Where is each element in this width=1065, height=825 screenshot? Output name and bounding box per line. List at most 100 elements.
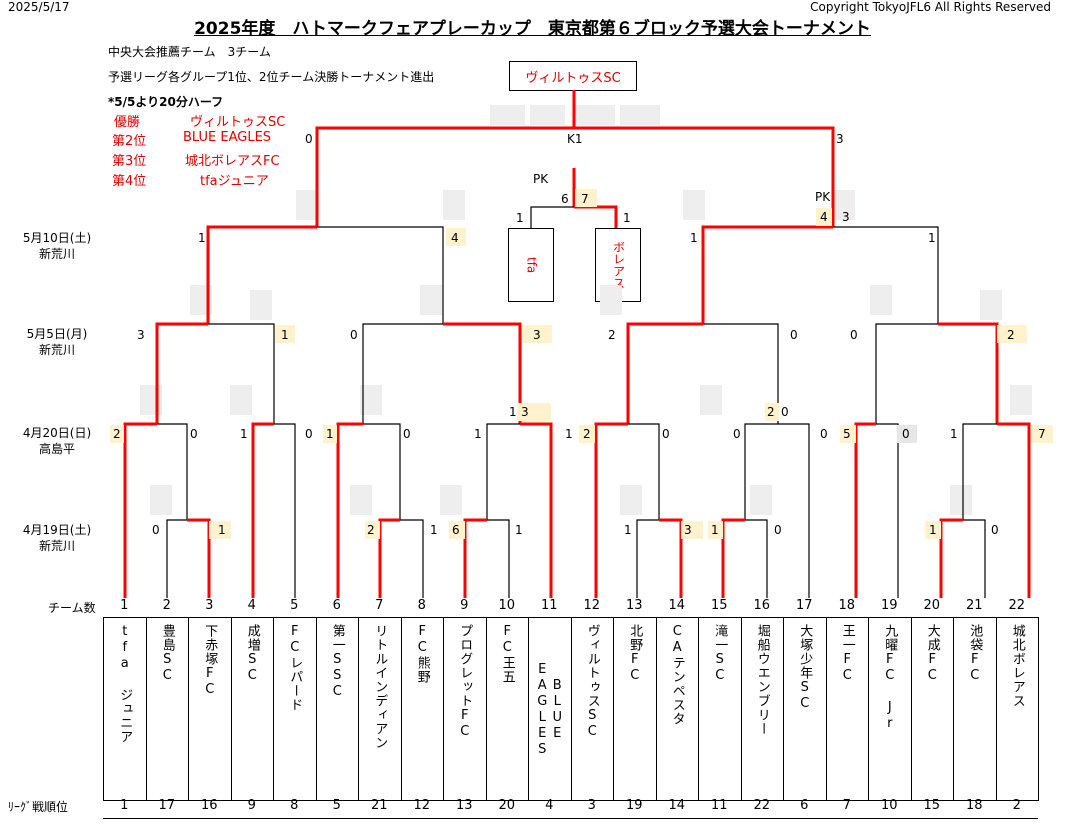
league-rank: 11 [710,798,728,813]
r20-score-4: 0 [305,427,313,441]
team-name: tfa ジュニア [117,624,133,744]
team-name: 大成FC [924,624,940,684]
r20-score-3: 1 [240,427,248,441]
third-pk-left: 6 [561,192,569,206]
r19-score-7: 1 [624,523,632,537]
round-label-apr19: 4月19日(土)新荒川 [22,523,92,553]
team-name: 北野FC [627,624,643,684]
team-cell: 王一FC [825,617,869,801]
qf-score-4: 3 [533,328,541,342]
r20-score-12: 0 [733,427,741,441]
r19-score-6: 1 [515,523,523,537]
league-rank: 13 [455,798,473,813]
third-pk-label: PK [533,172,549,186]
team-cell: ヴィルトゥスSC [570,617,614,801]
sf-score-2: 4 [451,231,459,245]
result-team-2: BLUE EAGLES [183,130,272,145]
league-rank: 6 [800,798,809,813]
team-number: 9 [460,598,469,613]
team-cell: tfa ジュニア [103,617,147,801]
third-pk-right: 7 [581,192,589,206]
team-name: 成増SC [244,624,260,684]
team-cell: 北野FC [613,617,657,801]
team-cell: CAテンペスタ [655,617,699,801]
team-name: FCレパード [287,624,303,712]
team-cell: 第一SSC [315,617,359,801]
qf-score-3: 0 [350,328,358,342]
team-name: FC王五 [499,624,515,684]
r20-score-5: 1 [326,427,334,441]
r19-score-1: 0 [152,523,160,537]
result-team-1: ヴィルトゥスSC [190,115,286,130]
r20-score-7: 1 [474,427,482,441]
r20-score-1: 2 [113,427,121,441]
team-name: BLUE EAGLES [534,662,565,758]
team-name: 堀船ウエンブリー [754,624,770,736]
qf-score-2: 1 [281,328,289,342]
note-halftime: *5/5より20分ハーフ [108,95,224,109]
r19-score-4: 1 [430,523,438,537]
r19-score-2: 1 [218,523,226,537]
league-rank: 5 [332,798,341,813]
team-number: 13 [625,598,643,613]
team-cell: BLUE EAGLES [528,617,572,801]
league-rank: 18 [965,798,983,813]
league-rank: 7 [842,798,851,813]
team-number: 22 [1008,598,1026,613]
team-number: 19 [880,598,898,613]
team-cell: FC熊野 [400,617,444,801]
result-place-4: 第4位 [112,174,147,189]
final-score-left: 0 [305,132,313,146]
team-name: 第一SSC [329,624,345,700]
qf-score-1: 3 [137,328,145,342]
team-number-row: 1 2 3 4 5 6 7 8 9 10 11 12 13 14 15 16 1… [103,598,1038,613]
team-number: 3 [205,598,214,613]
team-name: 大塚少年SC [797,624,813,712]
league-rank: 21 [370,798,388,813]
r20-score-13: 2 [767,405,775,419]
result-team-4: tfaジュニア [200,174,269,189]
r20-score-10: 2 [583,427,591,441]
team-cell: 下赤塚FC [188,617,232,801]
final-score-right: 3 [836,132,844,146]
r19-score-3: 2 [367,523,375,537]
team-name: 王一FC [839,624,855,684]
league-rank: 1 [120,798,129,813]
r20-score-8a: 1 [509,405,517,419]
team-cell: 成増SC [230,617,274,801]
league-rank: 9 [247,798,256,813]
team-name: プログレットFC [457,624,473,740]
team-name-table: tfa ジュニア 豊島SC 下赤塚FC 成増SC FCレパード 第一SSC リト… [103,617,1039,801]
qf-score-8: 2 [1007,328,1015,342]
team-number: 5 [290,598,299,613]
note-qualify: 予選リーグ各グループ1位、2位チーム決勝トーナメント進出 [108,70,435,84]
team-name: 豊島SC [159,624,175,684]
team-number: 2 [162,598,171,613]
third-left-base: 1 [516,211,524,225]
team-cell: 九曜FC Jr [868,617,912,801]
sf-score-1: 1 [198,231,206,245]
r20-score-17: 0 [902,427,910,441]
team-name: FC熊野 [414,624,430,684]
r19-score-12: 0 [991,523,999,537]
team-number: 18 [838,598,856,613]
round-label-may10: 5月10日(土)新荒川 [22,231,92,261]
r19-score-8: 3 [684,523,692,537]
background-blocks [140,105,1032,515]
header-date: 2025/5/17 [8,0,70,14]
result-place-3: 第3位 [112,154,147,169]
team-number: 20 [923,598,941,613]
team-count-label: チーム数 [48,601,96,615]
team-cell: リトルインディアン [358,617,402,801]
r19-score-11: 1 [929,523,937,537]
r20-score-18: 1 [950,427,958,441]
team-name: 滝一SC [712,624,728,684]
team-cell: 大成FC [910,617,954,801]
qf-score-7: 0 [850,328,858,342]
page-title: 2025年度 ハトマークフェアプレーカップ 東京都第６ブロック予選大会トーナメン… [194,19,871,39]
team-name: リトルインディアン [372,624,388,750]
result-place-2: 第2位 [112,134,147,149]
r20-score-6: 0 [403,427,411,441]
r20-score-19: 7 [1038,427,1046,441]
note-recommend: 中央大会推薦チーム 3チーム [108,45,271,59]
